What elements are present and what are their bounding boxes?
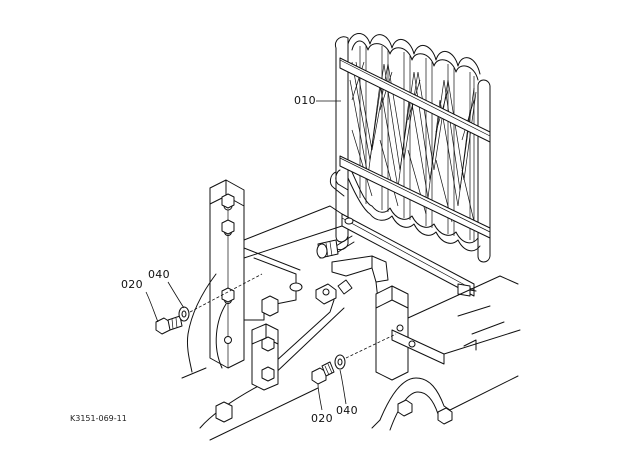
callout-040-left: 040 — [148, 268, 170, 281]
bolt-left — [155, 315, 183, 335]
callout-010: 010 — [294, 94, 316, 107]
washer-left — [178, 306, 190, 322]
callout-040-bottom: 040 — [336, 404, 358, 417]
callout-020-left: 020 — [121, 278, 143, 291]
mounting-bar — [341, 213, 477, 297]
left-bracket-plate — [209, 179, 245, 369]
small-bracket — [215, 295, 279, 423]
chassis-frame — [181, 205, 345, 441]
right-support-bracket — [371, 275, 521, 431]
assembly-line-bottom — [345, 333, 397, 359]
upper-strap — [339, 57, 491, 143]
center-stand-bracket — [315, 255, 389, 305]
leader-020-left — [145, 291, 159, 323]
pipe-fitting — [316, 235, 355, 259]
leader-020-bottom — [317, 383, 323, 411]
lower-strap — [339, 155, 491, 239]
leader-040-bottom — [339, 369, 347, 405]
assembly-line-left — [189, 273, 263, 313]
bolt-bottom — [311, 361, 335, 385]
callout-020-bottom: 020 — [311, 412, 333, 425]
drawing-code: K3151-069-11 — [70, 414, 127, 423]
leader-040-left — [167, 281, 185, 309]
washer-bottom — [334, 354, 346, 370]
